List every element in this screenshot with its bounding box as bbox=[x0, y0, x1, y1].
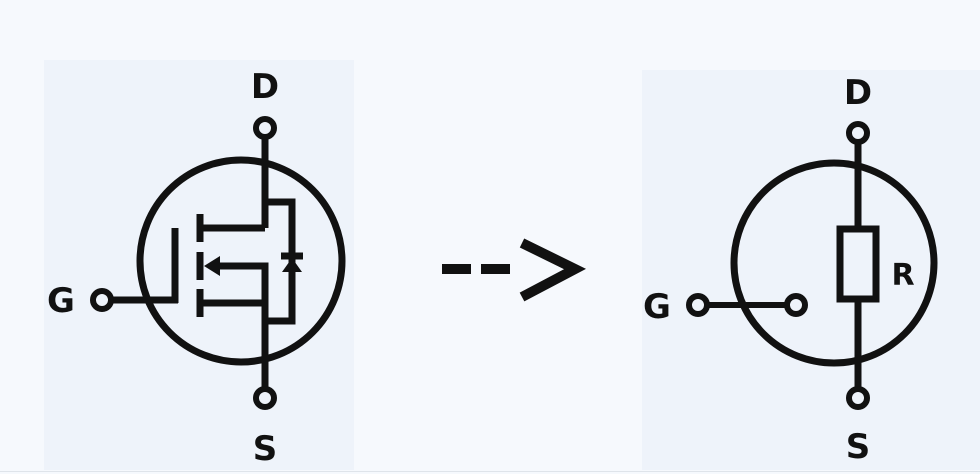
resistor-label: R bbox=[891, 258, 914, 293]
source-connection bbox=[200, 299, 269, 388]
mosfet-body-circle bbox=[136, 156, 346, 366]
equivalent-gate-terminal bbox=[686, 293, 710, 317]
arrow-head-icon bbox=[519, 238, 587, 302]
right-panel-background bbox=[642, 70, 980, 470]
bottom-divider bbox=[0, 471, 980, 472]
right-drain-label: D bbox=[844, 73, 872, 113]
arrow-dash-2 bbox=[481, 264, 510, 274]
resistor-body bbox=[836, 225, 880, 303]
body-diode-icon bbox=[282, 258, 302, 272]
right-source-label: S bbox=[846, 427, 871, 467]
equivalent-source-terminal bbox=[846, 386, 870, 410]
body-connection bbox=[210, 262, 269, 303]
left-gate-label: G bbox=[47, 281, 75, 321]
equivalent-drain-terminal bbox=[846, 121, 870, 145]
body-diode-path bbox=[265, 198, 296, 325]
equivalent-body-circle bbox=[730, 159, 938, 367]
right-gate-label: G bbox=[643, 287, 671, 327]
arrow-dash-1 bbox=[442, 264, 471, 274]
resistor-equivalent-symbol bbox=[686, 121, 938, 410]
conversion-arrow bbox=[442, 238, 587, 302]
gate-terminal bbox=[90, 288, 114, 312]
mosfet-symbol bbox=[90, 116, 346, 410]
equivalent-gate-open-end bbox=[784, 293, 808, 317]
left-source-label: S bbox=[253, 429, 278, 469]
drain-terminal bbox=[253, 116, 277, 140]
source-terminal bbox=[253, 386, 277, 410]
left-drain-label: D bbox=[251, 67, 279, 107]
body-arrow-icon bbox=[204, 256, 220, 276]
